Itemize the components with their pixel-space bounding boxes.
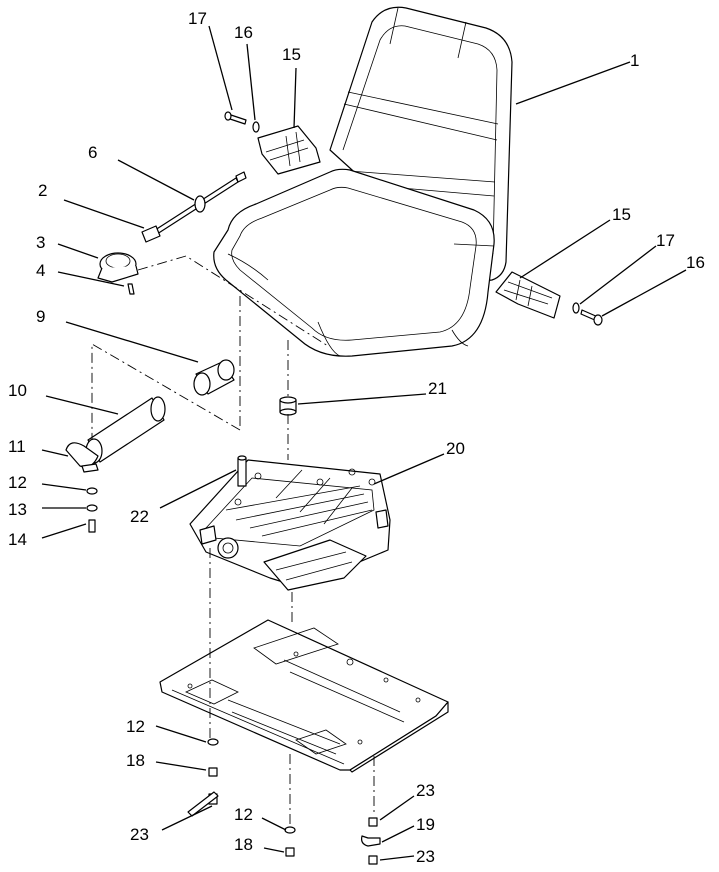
stud xyxy=(237,455,247,487)
nut-23b xyxy=(368,817,378,827)
callout-stud: 22 xyxy=(130,507,149,526)
washer-12c xyxy=(284,826,296,834)
base-plate xyxy=(159,619,449,773)
sleeve xyxy=(193,359,235,396)
callout-washer-12a: 12 xyxy=(8,473,27,492)
callout-manual-tube: 10 xyxy=(8,381,27,400)
spacer xyxy=(279,396,297,416)
manual-tube xyxy=(85,396,166,464)
callout-clip-19: 19 xyxy=(416,815,435,834)
screw-14 xyxy=(88,519,96,533)
callout-labels: 1 2 3 4 6 9 10 11 12 13 14 15 16 17 15 1… xyxy=(8,9,705,866)
seat xyxy=(213,6,513,357)
callout-armrest-bracket-right: 15 xyxy=(612,205,631,224)
bolt-left xyxy=(224,111,247,125)
callout-washer-12c: 12 xyxy=(234,805,253,824)
screw-4 xyxy=(127,283,135,295)
alignment-lines xyxy=(91,255,375,826)
callout-switch-connector: 2 xyxy=(38,181,47,200)
callout-clamp: 11 xyxy=(8,437,26,456)
callout-armrest-bracket-left: 15 xyxy=(282,45,301,64)
callout-nut-23a: 23 xyxy=(130,825,149,844)
callout-washer-17b: 17 xyxy=(656,231,675,250)
callout-nut-23b: 23 xyxy=(416,781,435,800)
callout-wire-harness: 6 xyxy=(88,143,97,162)
callout-seat-switch: 3 xyxy=(36,233,45,252)
leader-lines xyxy=(41,25,687,861)
clip-19 xyxy=(361,835,381,847)
seat-suspension xyxy=(189,459,391,591)
washer-12b xyxy=(207,738,219,746)
washer-12a xyxy=(86,487,98,495)
nut-18b xyxy=(285,847,295,857)
washer-left xyxy=(252,121,260,133)
callout-seat: 1 xyxy=(630,51,639,70)
callout-nut-23c: 23 xyxy=(416,847,435,866)
callout-spacer: 21 xyxy=(428,379,447,398)
callout-washer-12b: 12 xyxy=(126,717,145,736)
callout-seat-suspension: 20 xyxy=(446,439,465,458)
clip-lower-left xyxy=(187,791,219,817)
switch-connector xyxy=(141,225,161,243)
nut-18a xyxy=(208,767,218,777)
callout-sleeve: 9 xyxy=(36,307,45,326)
bolt-right xyxy=(580,309,603,326)
washer-right xyxy=(572,302,580,314)
clamp xyxy=(65,442,99,473)
callout-bolt-16a: 16 xyxy=(234,23,253,42)
callout-nut-18b: 18 xyxy=(234,835,253,854)
callout-bolt-16b: 16 xyxy=(686,253,705,272)
armrest-bracket-right xyxy=(495,271,561,319)
callout-nut-18a: 18 xyxy=(126,751,145,770)
callout-lockwasher-13: 13 xyxy=(8,500,27,519)
armrest-bracket-left xyxy=(257,125,321,175)
callout-washer-17a: 17 xyxy=(188,9,207,28)
callout-screw-14: 14 xyxy=(8,530,27,549)
seat-switch xyxy=(97,252,139,283)
callout-screw-4: 4 xyxy=(36,261,45,280)
lockwasher-13 xyxy=(86,504,98,512)
nut-23c xyxy=(368,855,378,865)
